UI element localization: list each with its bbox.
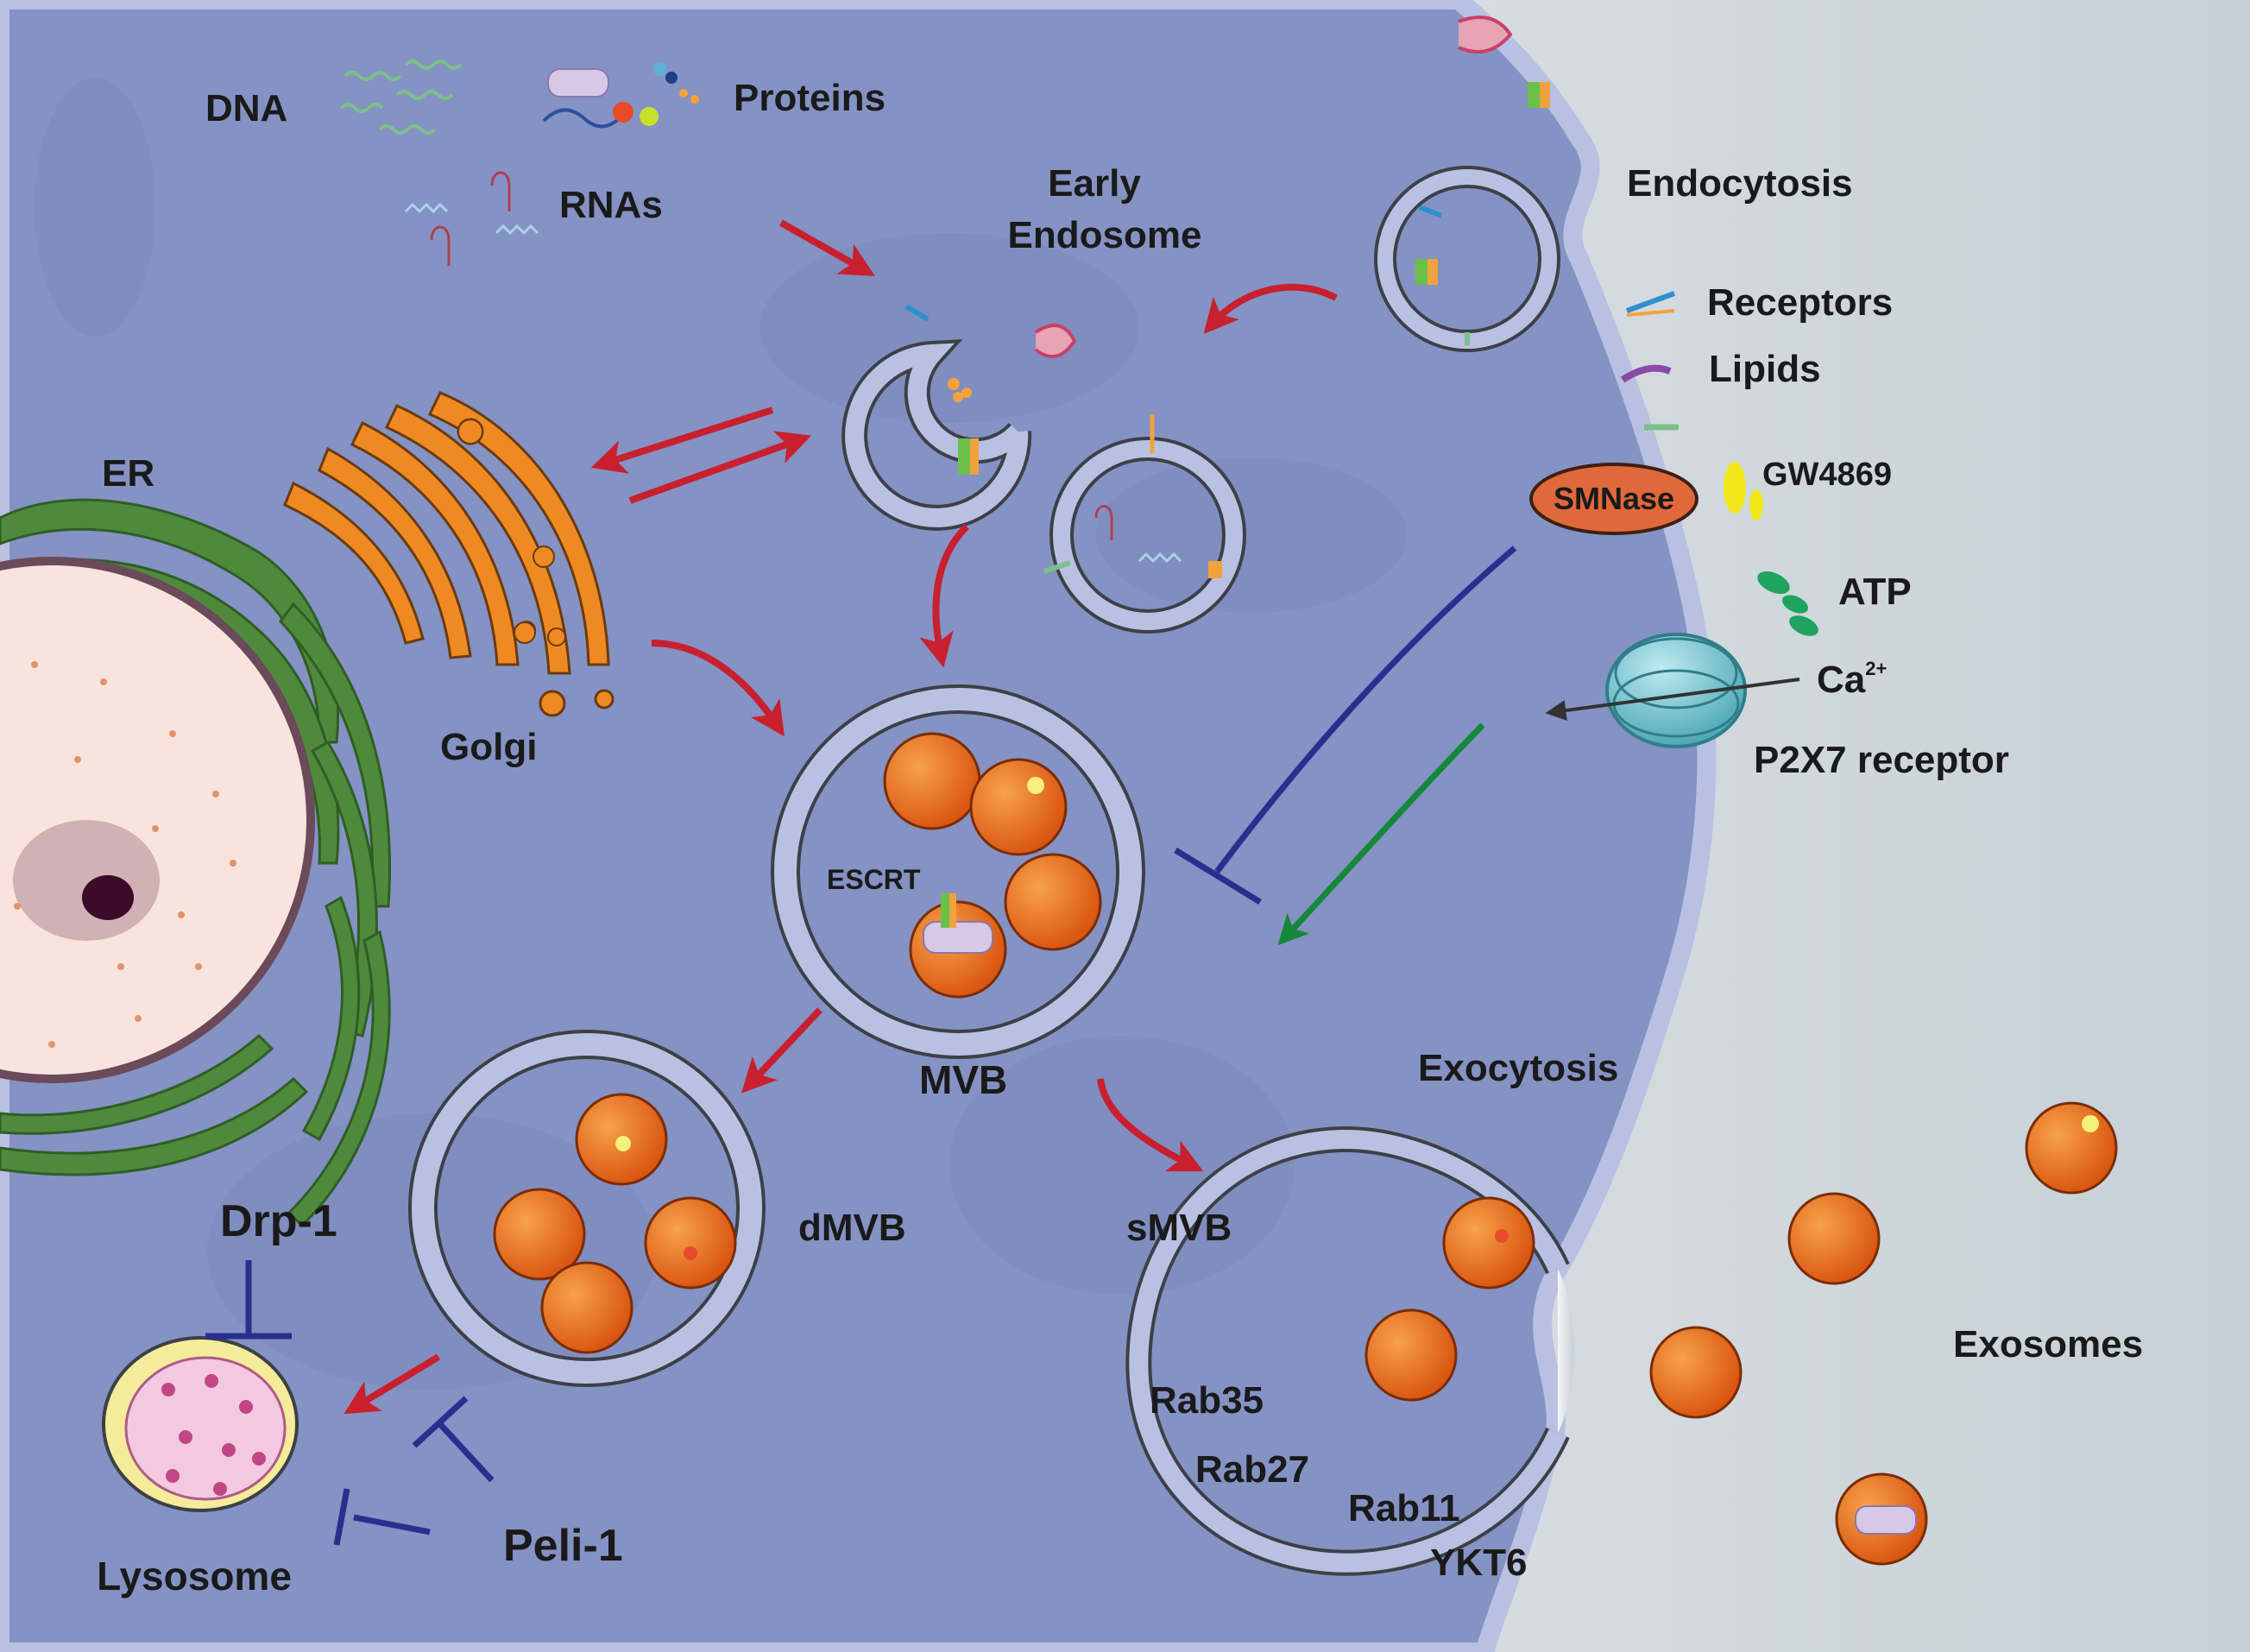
label-exosomes: Exosomes	[1953, 1323, 2143, 1365]
label-atp: ATP	[1838, 571, 1912, 613]
label-rab35: Rab35	[1150, 1379, 1264, 1422]
protein-cargo-icon	[542, 62, 699, 129]
label-early-endosome-2: Endosome	[1008, 214, 1202, 256]
label-receptors: Receptors	[1707, 281, 1893, 324]
label-dna: DNA	[205, 87, 287, 129]
label-ykt6: YKT6	[1430, 1542, 1527, 1584]
lysosome	[102, 1336, 299, 1512]
secretory-mvb	[1125, 1126, 1574, 1576]
trafficking-arrows	[343, 219, 1338, 1415]
label-exocytosis: Exocytosis	[1418, 1047, 1618, 1089]
smnase-enzyme	[1529, 463, 1699, 535]
dna-icon	[339, 60, 463, 135]
labels: DNA Proteins RNAs Early Endosome Endocyt…	[97, 77, 2143, 1598]
label-gw4869: GW4869	[1762, 457, 1892, 493]
label-smvb: sMVB	[1126, 1207, 1232, 1249]
p2x7-receptor-icon	[1605, 633, 1747, 748]
label-proteins: Proteins	[734, 77, 886, 119]
golgi-vesicles	[457, 419, 566, 646]
label-escrt: ESCRT	[827, 864, 921, 895]
calcium-influx-arrow	[1545, 678, 1800, 721]
label-smnase: SMNase	[1554, 481, 1674, 516]
label-calcium: Ca2+	[1817, 658, 1887, 701]
dmvb	[408, 1030, 766, 1387]
endoplasmic-reticulum	[0, 498, 392, 1228]
golgi-apparatus	[283, 391, 614, 717]
label-p2x7: P2X7 receptor	[1754, 739, 2009, 781]
label-lysosome: Lysosome	[97, 1554, 292, 1598]
promotion-arrow	[1277, 722, 1485, 946]
label-lipids: Lipids	[1709, 348, 1821, 390]
nucleus	[0, 557, 315, 1083]
label-golgi: Golgi	[440, 726, 537, 768]
label-early-endosome-1: Early	[1048, 162, 1141, 205]
membrane-receptor-icons	[1458, 16, 1679, 431]
label-peli1: Peli-1	[503, 1521, 623, 1571]
endosome-vesicle	[1043, 414, 1246, 634]
inhibition-arrows	[205, 545, 1517, 1546]
released-exosomes	[1649, 1101, 2118, 1566]
cytoplasm-texture	[35, 78, 1407, 1390]
atp-icon	[1757, 571, 1818, 636]
label-endocytosis: Endocytosis	[1627, 162, 1853, 205]
label-dmvb: dMVB	[798, 1207, 906, 1249]
gw4869-inhibitor-icon	[1724, 462, 1763, 520]
rna-icon	[404, 171, 539, 266]
label-mvb: MVB	[919, 1057, 1007, 1102]
label-rab27: Rab27	[1195, 1448, 1309, 1491]
endocytic-vesicle	[1374, 166, 1560, 352]
label-drp1: Drp-1	[220, 1196, 337, 1246]
mvb	[771, 684, 1145, 1059]
label-er: ER	[102, 452, 154, 495]
early-endosome	[841, 304, 1077, 531]
label-rab11: Rab11	[1348, 1487, 1460, 1529]
label-rnas: RNAs	[559, 184, 663, 226]
